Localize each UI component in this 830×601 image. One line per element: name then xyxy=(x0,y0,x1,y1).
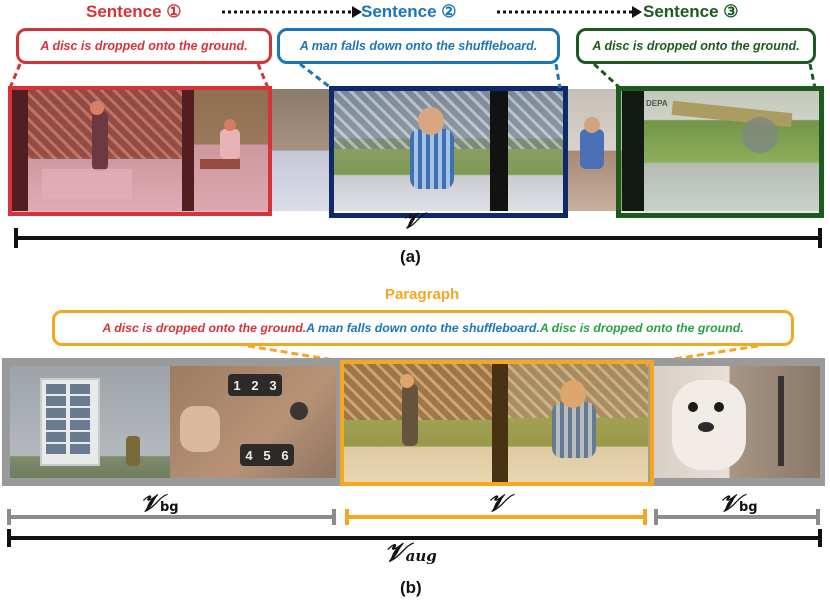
video-frame xyxy=(182,89,270,211)
v-bg-symbol: 𝒱 xyxy=(140,488,160,517)
door-number: 1 xyxy=(233,377,241,393)
v-label-center: 𝒱 xyxy=(487,488,507,517)
v-bg-subscript: bg xyxy=(739,500,758,515)
door-number: 5 xyxy=(263,447,271,463)
door-number: 4 xyxy=(245,447,253,463)
sentence-order-arrows xyxy=(222,6,642,18)
video-frame xyxy=(10,366,170,478)
sentence-3-callout: A disc is dropped onto the ground. xyxy=(576,28,816,64)
frame-sign: DEPA xyxy=(646,99,668,108)
paragraph-sentence-3: A disc is dropped onto the ground. xyxy=(539,321,744,335)
timeline-v-bg-left xyxy=(7,509,336,525)
segment-timelines-b xyxy=(7,509,820,525)
video-frame xyxy=(12,89,182,211)
video-frame xyxy=(342,362,648,482)
sentence-1-callout: A disc is dropped onto the ground. xyxy=(16,28,272,64)
panel-b-label: (b) xyxy=(400,578,422,597)
v-bg-label-left: 𝒱bg xyxy=(140,488,179,517)
video-frame xyxy=(654,366,820,478)
door-number: 3 xyxy=(269,377,277,393)
paragraph-sentence-1: A disc is dropped onto the ground. xyxy=(102,321,307,335)
timeline-v-center xyxy=(345,509,647,525)
paragraph-sentence-2: A man falls down onto the shuffleboard. xyxy=(306,321,540,335)
arrow-head-1 xyxy=(352,6,362,18)
v-aug-label: 𝒱aug xyxy=(384,538,437,569)
sentence-1-segment xyxy=(8,86,272,216)
v-bg-symbol: 𝒱 xyxy=(719,488,739,517)
video-frame xyxy=(270,89,330,211)
sentence-1-title: Sentence ① xyxy=(86,2,182,21)
sentence-2-callout: A man falls down onto the shuffleboard. xyxy=(277,28,560,64)
panel-a-label: (a) xyxy=(400,247,421,266)
timeline-v-aug xyxy=(7,529,822,547)
callout-connectors-a xyxy=(8,62,817,90)
sentence-3-title: Sentence ③ xyxy=(643,2,739,21)
video-frame xyxy=(566,89,622,211)
paragraph-callout: A disc is dropped onto the ground. A man… xyxy=(52,310,794,346)
sentence-2-title: Sentence ② xyxy=(361,2,457,21)
v-bg-label-right: 𝒱bg xyxy=(719,488,758,517)
v-aug-subscript: aug xyxy=(405,547,437,565)
timeline-v xyxy=(14,228,822,248)
v-aug-symbol: 𝒱 xyxy=(384,538,406,568)
timeline-v-bg-right xyxy=(654,509,820,525)
video-strip-a: DEPA xyxy=(12,89,820,211)
video-symbol-v: 𝒱 xyxy=(402,208,421,234)
sentence-2-segment xyxy=(329,86,568,218)
video-frame xyxy=(330,89,566,211)
door-number: 2 xyxy=(251,377,259,393)
paragraph-title: Paragraph xyxy=(385,286,460,303)
arrow-head-2 xyxy=(632,6,642,18)
door-number: 6 xyxy=(281,447,289,463)
v-bg-subscript: bg xyxy=(160,500,179,515)
ground-truth-segment xyxy=(340,360,654,486)
sentence-3-segment xyxy=(616,86,824,218)
video-frame: DEPA xyxy=(622,89,820,211)
